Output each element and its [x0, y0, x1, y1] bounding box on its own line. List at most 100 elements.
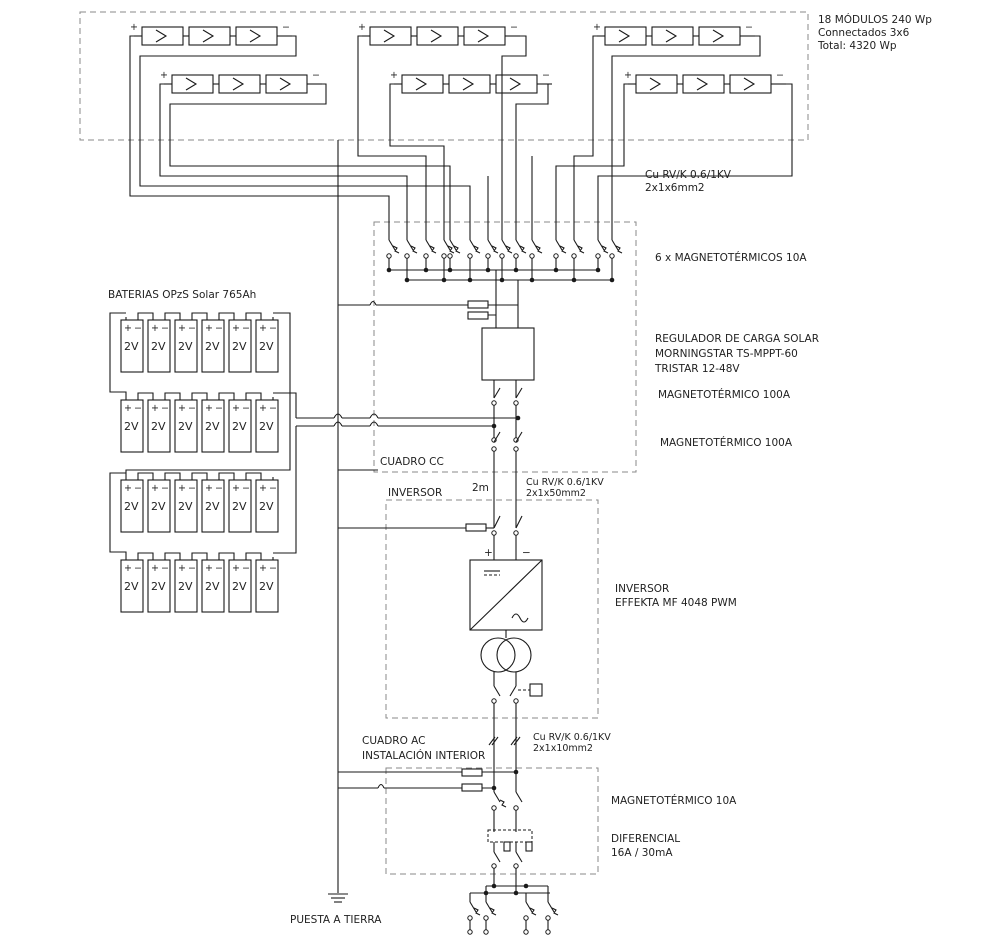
pv-breaker-row: [386, 239, 623, 284]
pv-string-3: +−: [593, 22, 755, 46]
ground-conductor: [328, 140, 468, 903]
battery-plus-label: +: [124, 323, 132, 334]
battery-cell: +−2V: [201, 557, 225, 613]
battery-cell-body: [147, 479, 171, 533]
battery-link: [245, 472, 262, 477]
battery-cell: +−2V: [228, 557, 252, 613]
pv-total-label: Total: 4320 Wp: [817, 40, 897, 52]
battery-cell-body: [174, 319, 198, 373]
pv-breaker: [404, 239, 418, 283]
pv-breaker: [553, 239, 567, 273]
pv-diode-icon: [509, 77, 522, 91]
pv-module: [141, 26, 184, 46]
battery-cell-body: [228, 479, 252, 533]
battery-link: [164, 392, 181, 397]
pv-plus-label: +: [130, 22, 138, 33]
battery-plus-label: +: [232, 483, 240, 494]
battery-plus-label: +: [232, 563, 240, 574]
pv-conductor: [515, 83, 552, 240]
pv-conductor: [501, 35, 527, 240]
pv-module: [698, 26, 741, 46]
pv-module: [188, 26, 231, 46]
battery-cell-body: [228, 559, 252, 613]
battery-cell: +−2V: [147, 317, 171, 373]
battery-cell: +−2V: [228, 477, 252, 533]
battery-voltage-label: 2V: [205, 580, 220, 593]
battery-row-link: [273, 426, 297, 554]
pv-minus-label: −: [312, 70, 320, 81]
battery-voltage-label: 2V: [178, 420, 193, 433]
battery-plus-label: +: [124, 563, 132, 574]
inverter-section: + −: [465, 515, 543, 792]
battery-voltage-label: 2V: [232, 340, 247, 353]
battery-voltage-label: 2V: [124, 420, 139, 433]
pv-cable-label-2: 2x1x6mm2: [645, 182, 705, 194]
pv-string-4: +−: [160, 70, 322, 94]
battery-minus-label: −: [215, 323, 223, 334]
battery-link: [137, 392, 154, 397]
dc-cable-label-1: Cu RV/K 0.6/1KV: [526, 477, 604, 488]
pv-conductor: [611, 35, 761, 240]
pv-breaker: [467, 239, 481, 283]
distance-label: 2m: [472, 482, 489, 494]
battery-voltage-label: 2V: [151, 500, 166, 513]
inverter-label-1: INVERSOR: [615, 583, 669, 595]
battery-voltage-label: 2V: [232, 500, 247, 513]
battery-plus-label: +: [205, 403, 213, 414]
battery-voltage-label: 2V: [232, 420, 247, 433]
battery-link: [218, 312, 235, 317]
pv-conductor: [573, 35, 597, 240]
pv-strings: +−+−+−+−+−+−: [130, 22, 786, 94]
pv-string-1: +−: [130, 22, 292, 46]
pv-diode-icon: [618, 29, 631, 43]
battery-cell: +−2V: [120, 557, 144, 613]
battery-cell: +−2V: [174, 477, 198, 533]
regulator-label-1: REGULADOR DE CARGA SOLAR: [655, 333, 819, 345]
cuadro-ac-label-2: INSTALACIÓN INTERIOR: [362, 749, 485, 762]
battery-link: [218, 392, 235, 397]
battery-link: [245, 552, 262, 557]
pv-conductor: [555, 83, 628, 240]
pv-plus-label: +: [160, 70, 168, 81]
battery-cell-body: [255, 479, 279, 533]
pv-string-6: +−: [624, 70, 786, 94]
inverter-plus-label: +: [484, 547, 493, 559]
battery-voltage-label: 2V: [124, 580, 139, 593]
battery-link: [164, 312, 181, 317]
battery-plus-label: +: [232, 323, 240, 334]
battery-cell-body: [201, 399, 225, 453]
pv-breakers-label: 6 x MAGNETOTÉRMICOS 10A: [655, 251, 807, 264]
battery-plus-label: +: [151, 483, 159, 494]
breaker-100a-2: [491, 431, 523, 528]
battery-plus-label: +: [178, 323, 186, 334]
battery-cell-body: [120, 479, 144, 533]
battery-cell: +−2V: [174, 397, 198, 453]
pv-diode-icon: [430, 29, 443, 43]
regulator-label-2: MORNINGSTAR TS-MPPT-60: [655, 348, 798, 360]
battery-plus-label: +: [178, 403, 186, 414]
battery-link: [164, 552, 181, 557]
battery-cell-body: [174, 479, 198, 533]
battery-voltage-label: 2V: [178, 580, 193, 593]
cuadro-cc-label: CUADRO CC: [380, 456, 444, 468]
battery-cell: +−2V: [147, 477, 171, 533]
battery-cell-body: [147, 399, 171, 453]
battery-minus-label: −: [134, 323, 142, 334]
charge-regulator: [481, 327, 535, 381]
transformer-secondary: [496, 637, 532, 673]
battery-cell: +−2V: [255, 317, 279, 373]
battery-link: [191, 472, 208, 477]
pv-module: [635, 74, 678, 94]
battery-cell: +−2V: [174, 557, 198, 613]
battery-plus-label: +: [124, 403, 132, 414]
pv-conductor: [389, 83, 445, 240]
battery-voltage-label: 2V: [259, 420, 274, 433]
battery-cell-body: [255, 559, 279, 613]
pv-plus-label: +: [593, 22, 601, 33]
pv-wiring: [129, 35, 793, 240]
battery-minus-label: −: [242, 403, 250, 414]
battery-cell-body: [174, 399, 198, 453]
battery-minus-label: −: [269, 563, 277, 574]
pv-minus-label: −: [745, 22, 753, 33]
battery-voltage-label: 2V: [259, 340, 274, 353]
